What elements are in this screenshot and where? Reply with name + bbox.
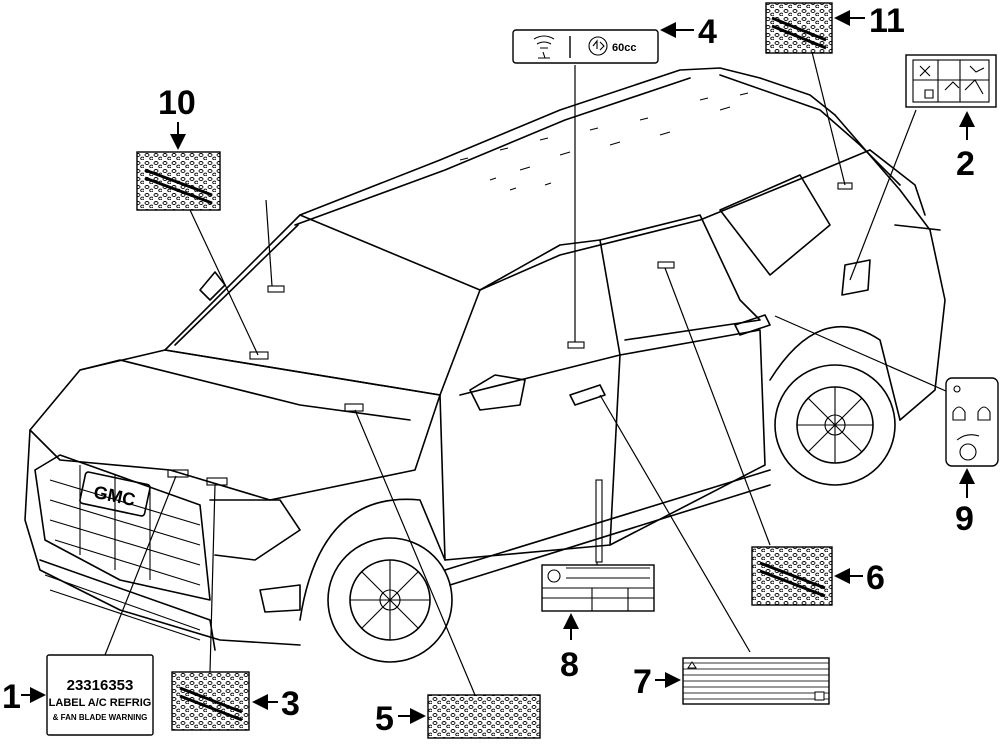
- callout-number-1: 1: [2, 678, 21, 716]
- callout-number-11: 11: [869, 2, 905, 40]
- decal-1: [46, 654, 154, 736]
- callout-number-6: 6: [866, 559, 885, 597]
- callout-number-5: 5: [375, 700, 394, 738]
- decal-2: [905, 54, 997, 108]
- callout-number-10: 10: [158, 84, 196, 122]
- callout-number-7: 7: [633, 663, 652, 701]
- callout-number-2: 2: [956, 145, 975, 183]
- decal-8: [541, 564, 655, 612]
- callout-number-4: 4: [698, 13, 717, 51]
- decal-1-line2: LABEL A/C REFRIG: [49, 697, 152, 709]
- decal-11: [765, 2, 833, 54]
- decal-10: [136, 151, 221, 211]
- decal-markers: [167, 182, 853, 563]
- callout-arrows: [21, 10, 975, 724]
- decal-4: 60cc: [512, 29, 659, 64]
- decal-7: [682, 657, 830, 705]
- callout-number-3: 3: [281, 685, 300, 723]
- decal-5: [427, 694, 541, 739]
- decal-4-text: 60cc: [612, 42, 636, 54]
- leader-lines: [104, 51, 956, 696]
- gmc-badge: GMC: [92, 482, 137, 510]
- callout-number-9: 9: [955, 500, 974, 538]
- decal-9: [945, 377, 999, 467]
- decal-6: [751, 546, 833, 606]
- decal-1-line1: 23316353: [67, 677, 134, 694]
- callout-number-8: 8: [560, 646, 579, 684]
- decal-3: [171, 671, 250, 731]
- vehicle-drawing: [24, 67, 946, 663]
- decal-1-line3: & FAN BLADE WARNING: [53, 713, 148, 722]
